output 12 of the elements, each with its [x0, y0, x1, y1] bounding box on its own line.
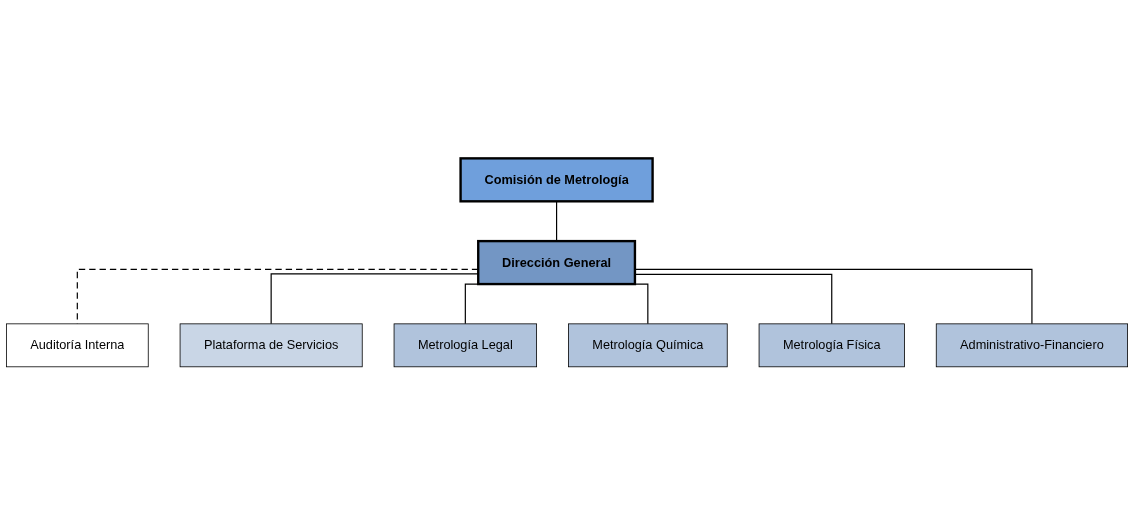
node-box: Administrativo-Financiero [935, 323, 1128, 368]
connector [634, 274, 833, 325]
connector [76, 269, 479, 325]
node-box: Comisión de Metrología [459, 157, 654, 203]
node-box: Metrología Física [758, 323, 905, 368]
node-box: Metrología Química [568, 323, 728, 368]
node-box: Dirección General [477, 240, 637, 286]
connector [270, 273, 479, 325]
node-box: Auditoría Interna [6, 323, 149, 368]
node-box: Metrología Legal [393, 323, 537, 368]
connector [634, 269, 1033, 325]
node-box: Plataforma de Servicios [179, 323, 363, 368]
